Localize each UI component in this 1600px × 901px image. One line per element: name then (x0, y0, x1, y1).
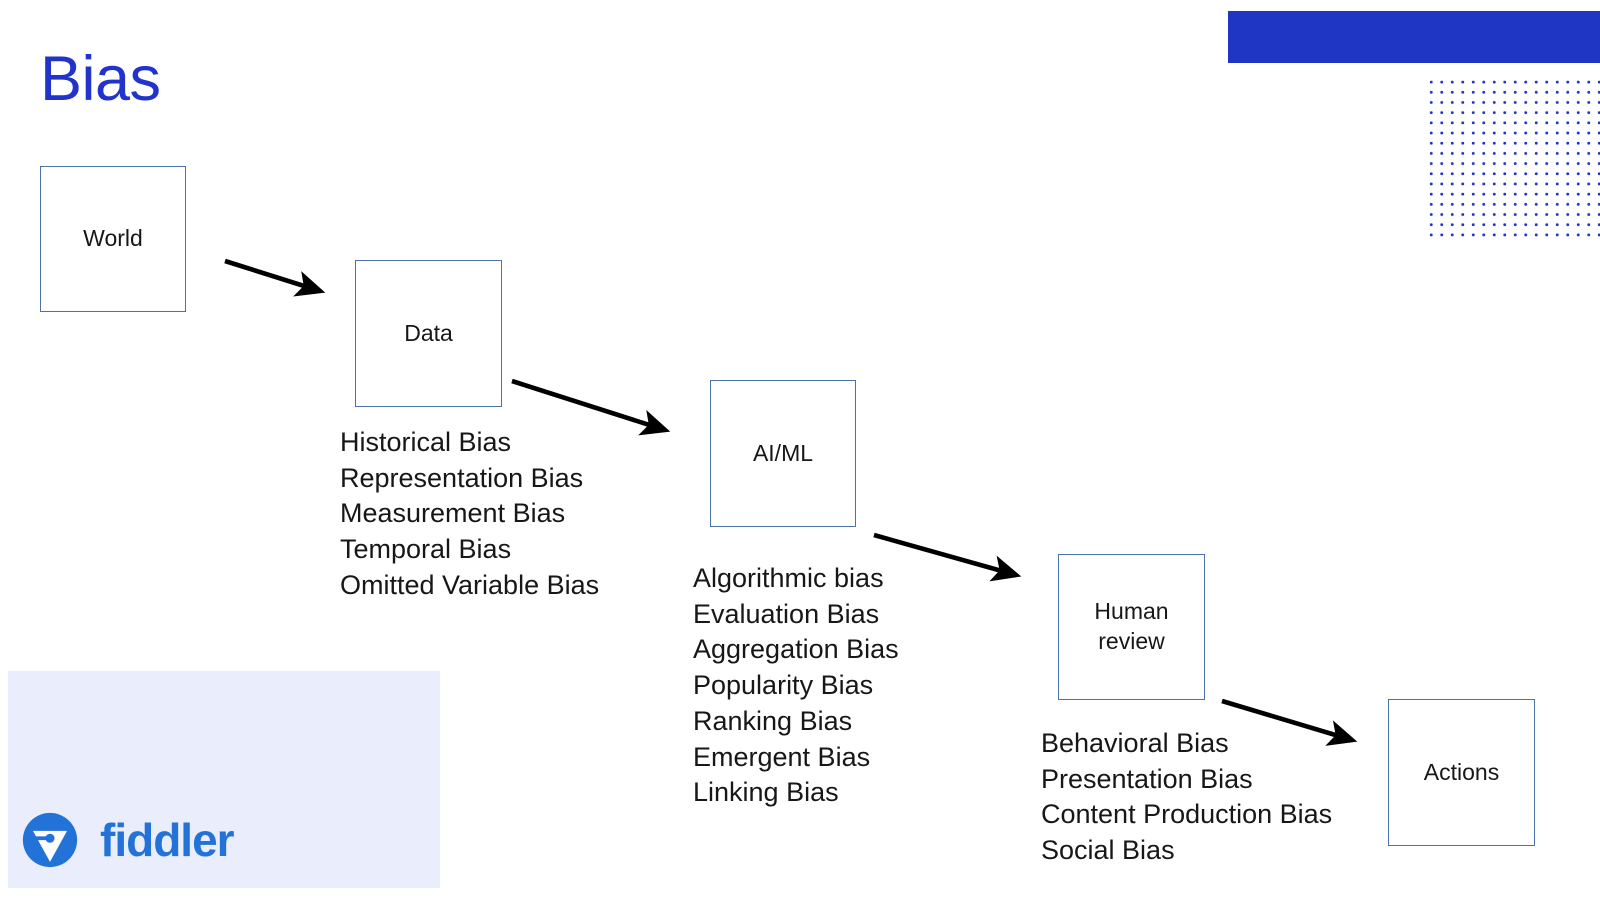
brand-lockup: fiddler (22, 812, 235, 868)
bias-item: Ranking Bias (693, 705, 853, 736)
bias-item: Social Bias (1041, 835, 1175, 866)
decorative-dot-grid (1424, 75, 1600, 237)
bias-item: Presentation Bias (1041, 763, 1253, 794)
bias-item: Linking Bias (693, 777, 839, 808)
bias-item: Algorithmic bias (693, 563, 884, 593)
bias-item: Omitted Variable Bias (340, 569, 600, 600)
flow-node-actions-label: Actions (1423, 758, 1500, 785)
flow-node-human-review: Human review (1058, 554, 1205, 700)
bias-item: Popularity Bias (693, 670, 874, 701)
decorative-blue-bar (1228, 11, 1600, 63)
bias-item: Evaluation Bias (693, 598, 880, 629)
flow-node-world-label: World (83, 225, 143, 252)
bias-item: Emergent Bias (693, 741, 871, 772)
arrow-data-to-aiml (511, 378, 671, 436)
bias-list-data: Historical Bias Representation Bias Meas… (340, 425, 599, 604)
brand-panel (8, 671, 440, 888)
flow-node-human-review-label: Human review (1094, 598, 1169, 654)
flow-node-data: Data (355, 260, 502, 407)
bias-item: Temporal Bias (340, 534, 512, 565)
fiddler-logo-icon (22, 812, 78, 868)
bias-item: Behavioral Bias (1041, 728, 1229, 758)
page-title: Bias (40, 44, 161, 114)
bias-item: Representation Bias (340, 462, 584, 493)
brand-wordmark: fiddler (100, 814, 235, 866)
bias-list-model: Algorithmic bias Evaluation Bias Aggrega… (693, 561, 899, 811)
bias-item: Historical Bias (340, 427, 512, 457)
flow-node-aiml-label: AI/ML (752, 439, 814, 466)
flow-node-data-label: Data (404, 319, 453, 346)
bias-item: Measurement Bias (340, 498, 566, 529)
flow-node-aiml: AI/ML (710, 380, 856, 527)
bias-item: Content Production Bias (1041, 799, 1333, 830)
flow-node-world: World (40, 166, 186, 312)
arrow-world-to-data (224, 258, 326, 297)
bias-list-human-review: Behavioral Bias Presentation Bias Conten… (1041, 726, 1332, 869)
flow-node-actions: Actions (1388, 699, 1535, 846)
bias-item: Aggregation Bias (693, 634, 899, 665)
